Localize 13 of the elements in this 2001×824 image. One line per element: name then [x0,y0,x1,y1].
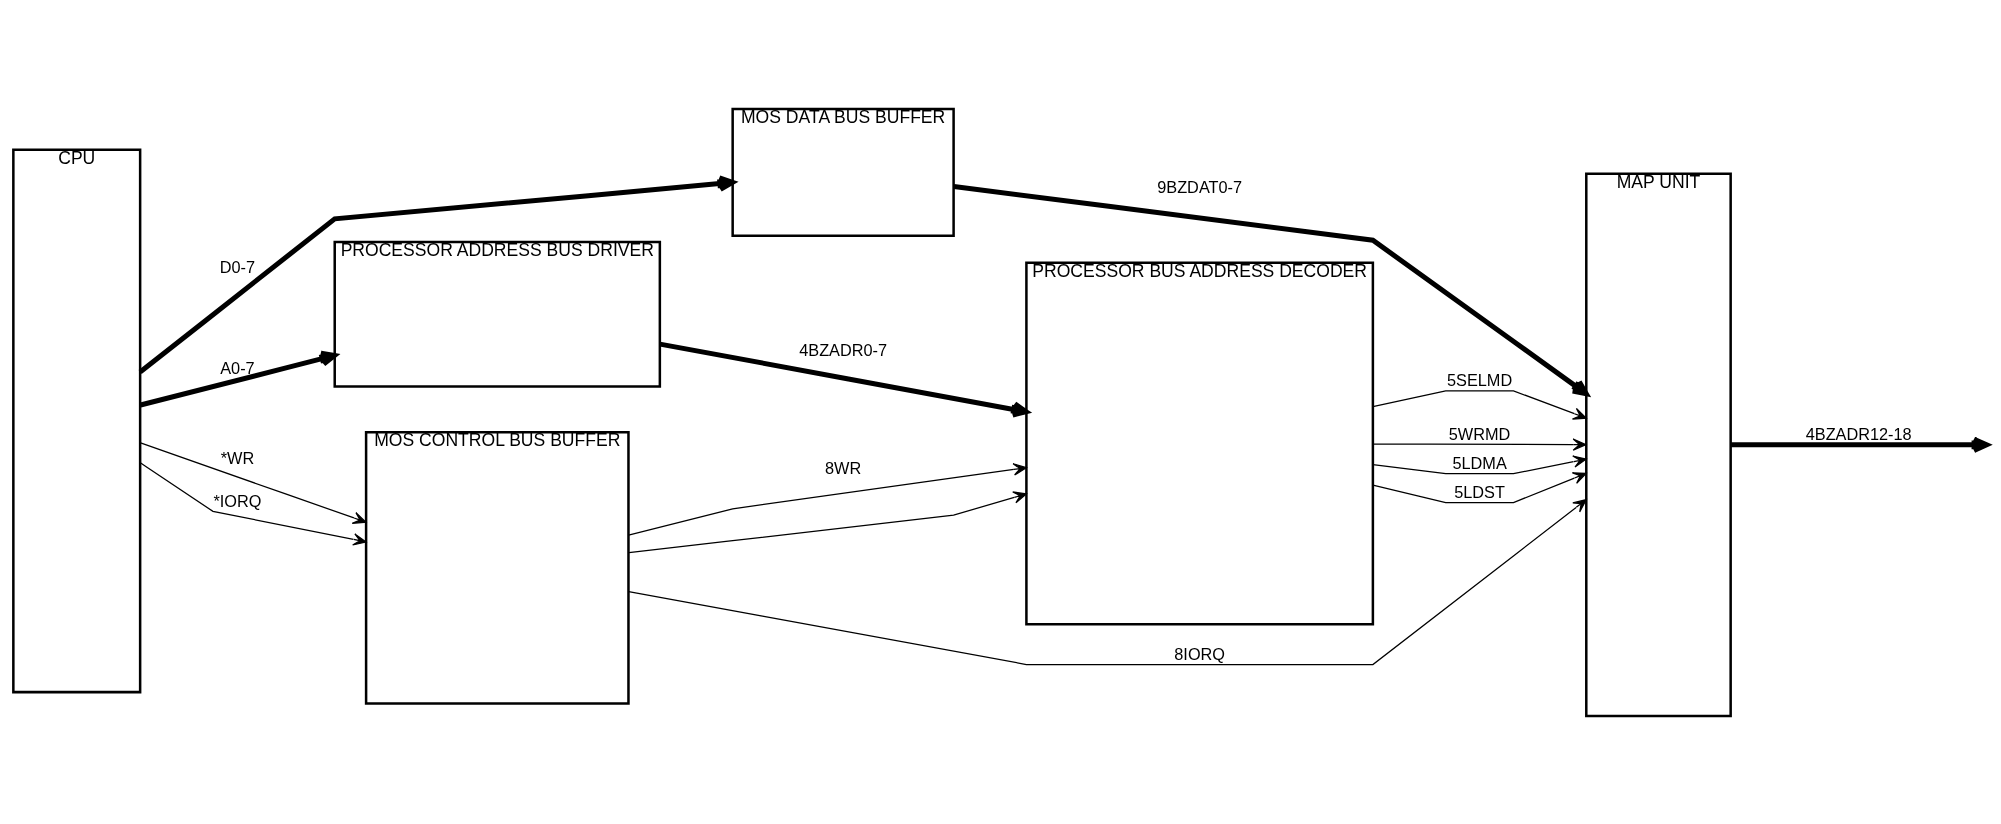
edge-label: 4BZADR12-18 [1805,424,1912,443]
edge-label: 5SELMD [1446,370,1513,389]
edge-label: *IORQ [213,491,262,510]
edge-label: D0-7 [219,257,256,276]
edge-label: A0-7 [220,358,255,377]
edge-label: 8IORQ [1174,644,1226,663]
edge-label: 8WR [825,458,862,477]
edge-label: 9BZDAT0-7 [1157,177,1243,196]
edge-label: *WR [220,448,255,467]
edge-label: 4BZADR0-7 [799,340,888,359]
edge-label: 5LDST [1454,482,1505,501]
edge-label: 5LDMA [1452,453,1507,472]
edge-label: 5WRMD [1448,424,1511,443]
